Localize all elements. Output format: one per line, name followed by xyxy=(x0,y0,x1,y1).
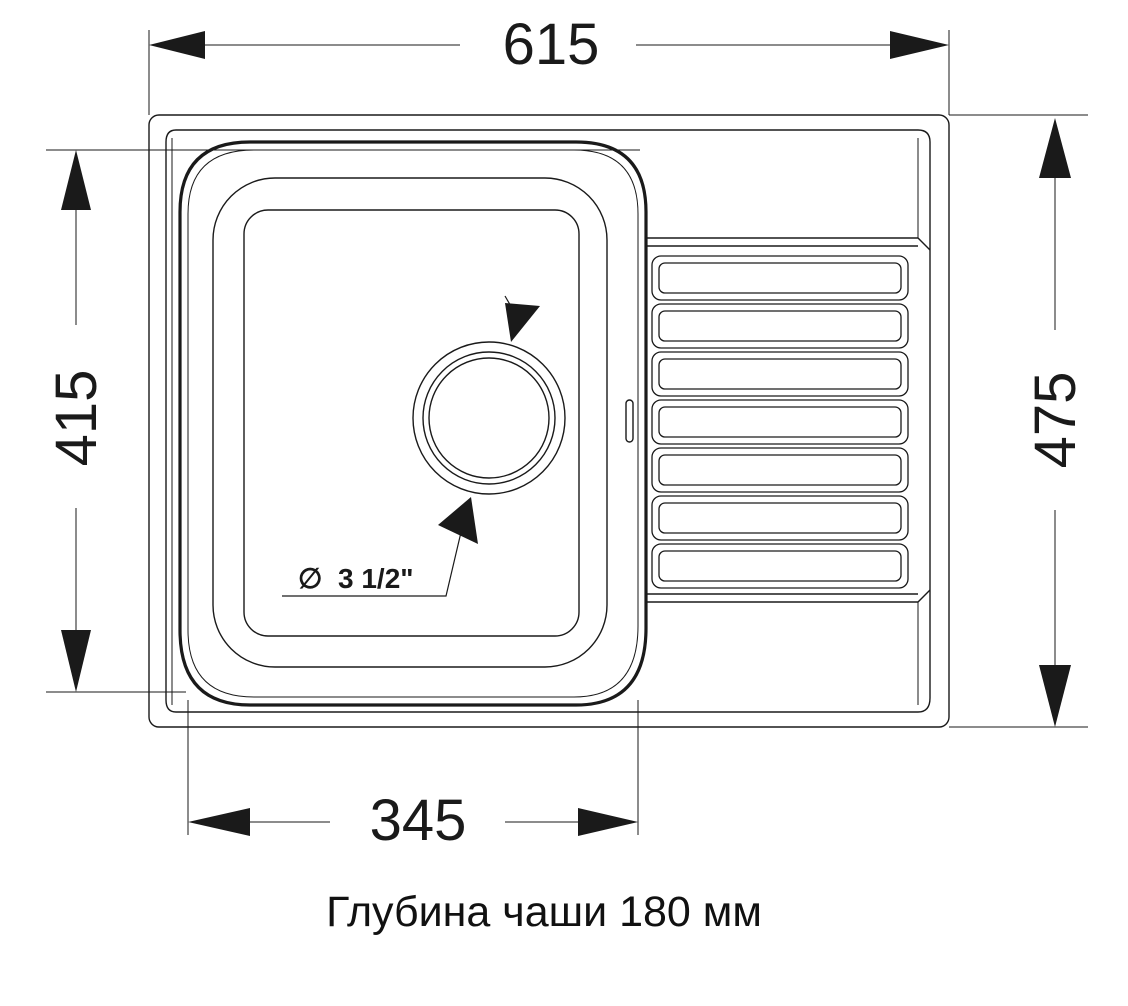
drain-size-label: 3 1/2" xyxy=(338,563,414,594)
drain-groove-inner xyxy=(658,550,902,582)
sink-inner-rim xyxy=(165,129,931,713)
drainboard-bevel-bottom xyxy=(646,589,931,603)
drainboard-bevel-top xyxy=(646,237,931,251)
arrow-615-left xyxy=(149,31,205,59)
drain-groove-inner xyxy=(658,502,902,534)
drain-diameter-symbol: ∅ xyxy=(298,563,322,594)
drain-leader-line xyxy=(282,527,463,597)
arrow-415-bottom xyxy=(61,630,91,692)
drain-groove-outer xyxy=(651,351,909,397)
dim-475-label: 475 xyxy=(1023,372,1088,469)
drain-groove-outer xyxy=(651,303,909,349)
dim-415-label: 415 xyxy=(44,370,109,467)
arrow-drain-bottom xyxy=(438,497,478,544)
arrow-615-right xyxy=(890,31,949,59)
dim-345-label: 345 xyxy=(370,788,467,853)
drain-inner-ring xyxy=(422,351,556,485)
bowl-outer xyxy=(178,140,648,707)
arrow-475-top xyxy=(1039,118,1071,178)
drain-groove-outer xyxy=(651,447,909,493)
drain-groove-outer xyxy=(651,495,909,541)
drain-groove-inner xyxy=(658,310,902,342)
bowl-depth-caption: Глубина чаши 180 мм xyxy=(326,888,762,936)
drain-groove-outer xyxy=(651,399,909,445)
arrow-475-bottom xyxy=(1039,665,1071,727)
overflow-slot xyxy=(625,399,634,443)
arrow-415-top xyxy=(61,150,91,210)
arrow-345-right xyxy=(578,808,638,836)
drain-groove-outer xyxy=(651,255,909,301)
drain-groove-outer xyxy=(651,543,909,589)
drain-groove-inner xyxy=(658,454,902,486)
arrow-345-left xyxy=(188,808,250,836)
drain-groove-inner xyxy=(658,406,902,438)
arrow-drain-top xyxy=(505,303,540,342)
bowl-bottom xyxy=(243,209,580,637)
drain-outer-ring xyxy=(412,341,566,495)
drain-groove-inner xyxy=(658,262,902,294)
dim-615-label: 615 xyxy=(503,12,600,77)
drainboard-grooves xyxy=(651,255,909,589)
sink-outer-outline xyxy=(148,114,950,728)
drain-groove-inner xyxy=(658,358,902,390)
bowl-inner xyxy=(212,177,608,668)
